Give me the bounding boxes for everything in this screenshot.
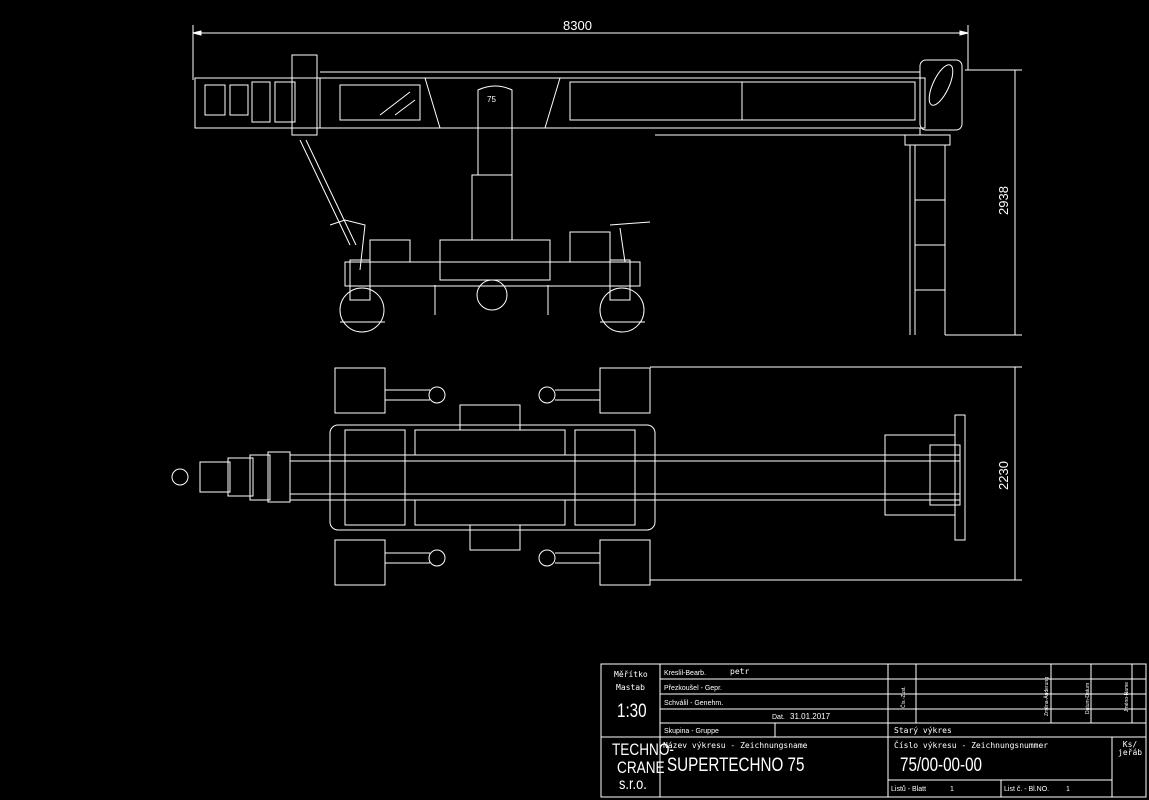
sheets-value: 1 [950,786,954,793]
dimension-width [650,366,1022,581]
scale-label-cz: Měřítko [614,670,648,679]
dimension-height-label: 2938 [996,186,1011,215]
sheet-no-label: List č. - Bl.NO. [1004,786,1050,793]
revision-header-4: Jméno-Name [1124,681,1130,712]
drawing-number: 75/00-00-00 [900,755,982,776]
date-value: 31.01.2017 [790,712,831,721]
revision-header-3: Datum-Datum [1085,682,1091,714]
sheets-label: Listů - Blatt [891,786,927,793]
side-view [194,54,963,335]
drawing-name: SUPERTECHNO 75 [667,755,805,776]
dimension-height [945,69,1022,336]
scale-label-de: Mastab [616,683,645,692]
date-label: Dat. [772,714,785,721]
old-drawing-label: Starý výkres [894,726,952,735]
dimension-width-label: 2230 [996,461,1011,490]
company-line-2: CRANE [617,758,665,777]
revision-header-2: Změna-Änderung [1044,677,1050,716]
plan-view [171,367,966,586]
revision-header-1: Čís.-Zust. [901,686,907,708]
sheet-no-value: 1 [1066,786,1070,793]
drawn-by-value: petr [730,667,750,676]
checked-label: Přezkoušel - Gepr. [664,685,722,692]
qty-label: Ks/ jeřáb [1118,740,1143,757]
approved-label: Schválil - Genehm. [664,700,724,707]
drawing-name-label: Název výkresu - Zeichnungsname [663,741,808,750]
scale-value: 1:30 [617,701,647,722]
dimension-length [192,25,969,80]
title-block-frame [600,663,1147,798]
drawing-number-label: Číslo výkresu - Zeichnungsnummer [894,741,1049,750]
dimension-length-label: 8300 [563,18,592,33]
post-label: 75 [487,95,496,104]
company-line-3: s.r.o. [619,776,647,793]
drawn-by-label: Kreslil-Bearb. [664,670,707,677]
company-line-1: TECHNO- [612,740,674,759]
group-label: Skupina - Gruppe [664,728,719,735]
